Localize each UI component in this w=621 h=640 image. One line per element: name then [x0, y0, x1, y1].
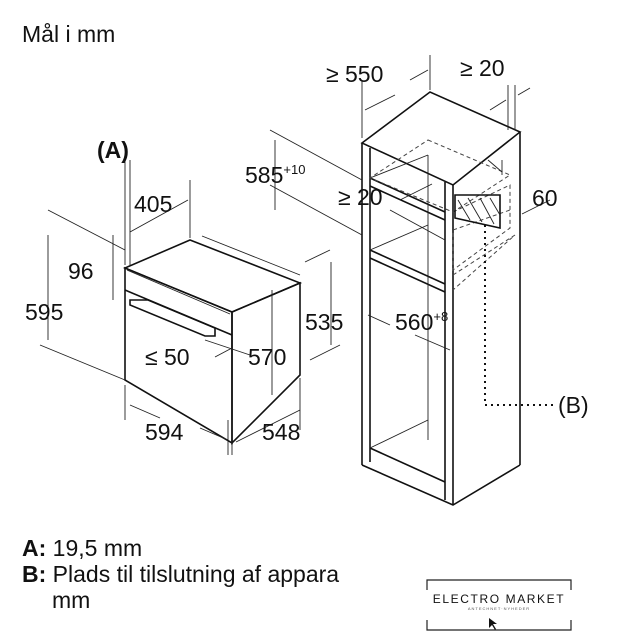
dimension-lines — [39, 55, 551, 455]
dim-vent: 60 — [532, 185, 558, 211]
cursor-icon — [489, 618, 497, 630]
dim-oven-depth: 405 — [134, 191, 172, 217]
legend-a-key: A: — [22, 535, 47, 561]
dim-cabinet-width: ≥ 550 — [326, 61, 383, 87]
dim-niche-height: 585+10 — [245, 162, 305, 188]
dim-rear-gap: ≥ 20 — [460, 55, 505, 81]
dim-niche-height-value: 585 — [245, 162, 283, 188]
dim-door-offset: 96 — [68, 258, 94, 284]
dim-handle: ≤ 50 — [145, 344, 190, 370]
dim-oven-height: 595 — [25, 299, 63, 325]
logo-name: ELECTRO MARKET — [432, 592, 566, 606]
dim-oven-body-height: 535 — [305, 309, 343, 335]
dim-niche-width-value: 560 — [395, 309, 433, 335]
legend-a: A: 19,5 mm — [22, 535, 339, 561]
cabinet-drawing — [360, 91, 555, 506]
dim-shelf-gap: ≥ 20 — [338, 184, 383, 210]
legend: A: 19,5 mm B: Plads til tilslutning af a… — [22, 535, 339, 613]
marker-a: (A) — [97, 137, 129, 163]
dim-niche-width-tolerance: +8 — [433, 309, 448, 324]
legend-b-text: Plads til tilslutning af appara — [52, 561, 340, 587]
units-title: Mål i mm — [22, 21, 115, 47]
logo-frame — [426, 579, 572, 631]
legend-b: B: Plads til tilslutning af appara — [22, 561, 339, 587]
oven-drawing — [122, 235, 303, 445]
logo-tagline: ANTECHNET·NYHEDER — [467, 606, 531, 611]
legend-b-text2: mm — [52, 587, 91, 613]
dim-niche-width: 560+8 — [395, 309, 448, 335]
legend-a-text: 19,5 mm — [52, 535, 143, 561]
dim-oven-body-depth: 570 — [248, 344, 286, 370]
electro-market-logo: ELECTRO MARKET ANTECHNET·NYHEDER — [425, 578, 573, 633]
dim-niche-height-tolerance: +10 — [283, 162, 305, 177]
dim-oven-total-depth: 548 — [262, 419, 300, 445]
marker-b: (B) — [558, 392, 589, 418]
legend-b-key: B: — [22, 561, 47, 587]
dim-oven-width: 594 — [145, 419, 184, 445]
